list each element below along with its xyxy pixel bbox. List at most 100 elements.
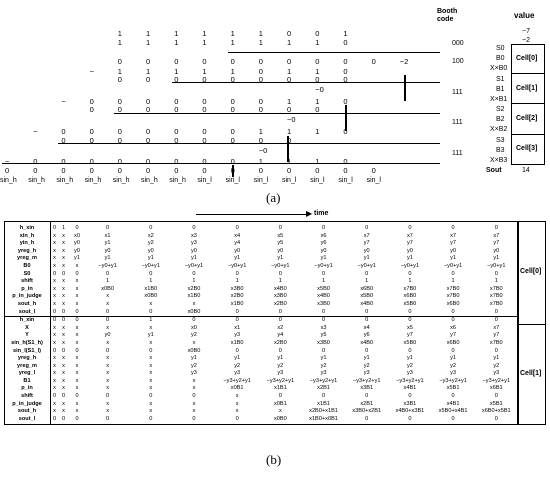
bit-cell: 1 [230,38,235,47]
signal-value: 0 [408,270,412,277]
signal-value: x [53,232,56,239]
signal-value: y1 [147,332,154,339]
signal-value: x4B1 [446,400,460,407]
signal-value: 0 [192,415,196,422]
signal-value: x [106,385,109,392]
bit-cell: 1 [315,97,320,106]
bit-cell: 1 [146,67,151,76]
bit-cell: 0 [146,57,151,66]
partial-line-4 [58,143,440,144]
signal-value: x7 [493,324,500,331]
signal-value: y2 [363,362,370,369]
signal-value: x0B0 [101,285,114,292]
signal-value: x0B0 [144,293,158,300]
signal-value: x0 [191,324,197,331]
signal-value: x2B0 [230,293,244,300]
signal-value: 0 [149,270,153,277]
signal-value: x7 [363,232,370,239]
signal-value: x0B1 [273,400,287,407]
signal-value: y3 [406,370,413,377]
signal-value: x4B0 [360,339,374,346]
bit-cell: 0 [230,157,235,166]
signal-value: y1 [406,255,413,262]
signal-value: x1B0 [230,300,244,307]
signal-value: x [62,232,65,239]
signal-value: x [53,300,56,307]
signal-value: x1 [234,324,241,331]
bit-cell: 0 [315,57,320,66]
signal-value: 0 [52,347,57,354]
signal-value: 0 [431,316,475,325]
signal-value: 0 [106,270,110,277]
signal-value: x [53,370,56,377]
signal-value: x3B1 [403,400,417,407]
s-label-xb3: X×B3 [490,157,508,164]
bit-cell: 0 [174,75,179,84]
table-row: p_inxxxxxxx0B1x1B1x2B1x3B1x4B1x5B1x6B1x7… [4,385,518,393]
table-row: shiftxxx11111111111 [4,278,518,286]
cell1-side-label: Cell[1] [520,370,542,377]
signal-value: y2 [234,362,241,369]
signal-value: x1 [104,232,111,239]
signal-value: x [75,385,79,392]
table-row: sout_l00000x0B000000000 [4,309,518,317]
signal-value: x [62,240,65,247]
bit-cell: 0 [174,97,179,106]
signal-value: y1 [406,355,413,362]
signal-value: x7B0 [446,285,460,292]
signal-value: y0 [104,332,111,339]
signal-value: x [62,300,65,307]
bit-cell: 1 [146,29,151,38]
signal-value: y1 [191,355,197,362]
bit-cell: 0 [315,29,320,38]
signal-value: 0 [365,415,369,422]
signal-name: S0 [23,270,31,277]
signal-value: 1 [106,278,110,285]
signal-value: x [53,339,56,346]
signal-value: x [62,324,65,331]
bit-cell: 0 [146,75,151,84]
bit-cell: 1 [258,38,263,47]
signal-value: x [75,377,79,384]
signal-value: x [149,300,153,307]
bit-cell: 1 [287,67,292,76]
signal-value: 1 [365,278,369,285]
signal-value: x2B1 [360,400,374,407]
signal-value: x [192,385,196,392]
signal-value: 0 [149,415,153,422]
signal-value: 0 [149,308,153,315]
signal-value: 0 [149,225,153,231]
signal-value: x [106,324,109,331]
signal-value: x [149,400,153,407]
signal-value: 1 [235,278,239,285]
signal-value: x [192,400,196,407]
bit-cell: −0 [315,85,324,94]
signal-name: yreg_m [17,255,37,262]
partial-line-2 [172,82,440,83]
signal-value: x [106,362,109,369]
signal-value: x7 [406,232,413,239]
signal-value: y0 [147,247,154,254]
signal-value: x [62,285,65,292]
signal-value: x [149,377,153,384]
value-label: value [514,11,535,20]
signal-value: 0 [321,225,326,231]
sin-label: sin_l [366,177,381,184]
bit-cell: 0 [33,157,38,166]
signal-value: 0 [52,415,57,422]
table-row: h_xin01000000000000 [4,225,518,233]
signal-value: 0 [235,415,239,422]
signal-value: y0 [406,247,413,254]
bit-cell: 0 [117,157,122,166]
bit-cell: 1 [287,97,292,106]
signal-value: x [75,324,79,331]
bit-cell: −0 [287,115,296,124]
signal-value: x [53,362,56,369]
signal-value: 1 [451,278,455,285]
signal-value: x3B0 [317,339,330,346]
bit-cell: 0 [230,127,235,136]
